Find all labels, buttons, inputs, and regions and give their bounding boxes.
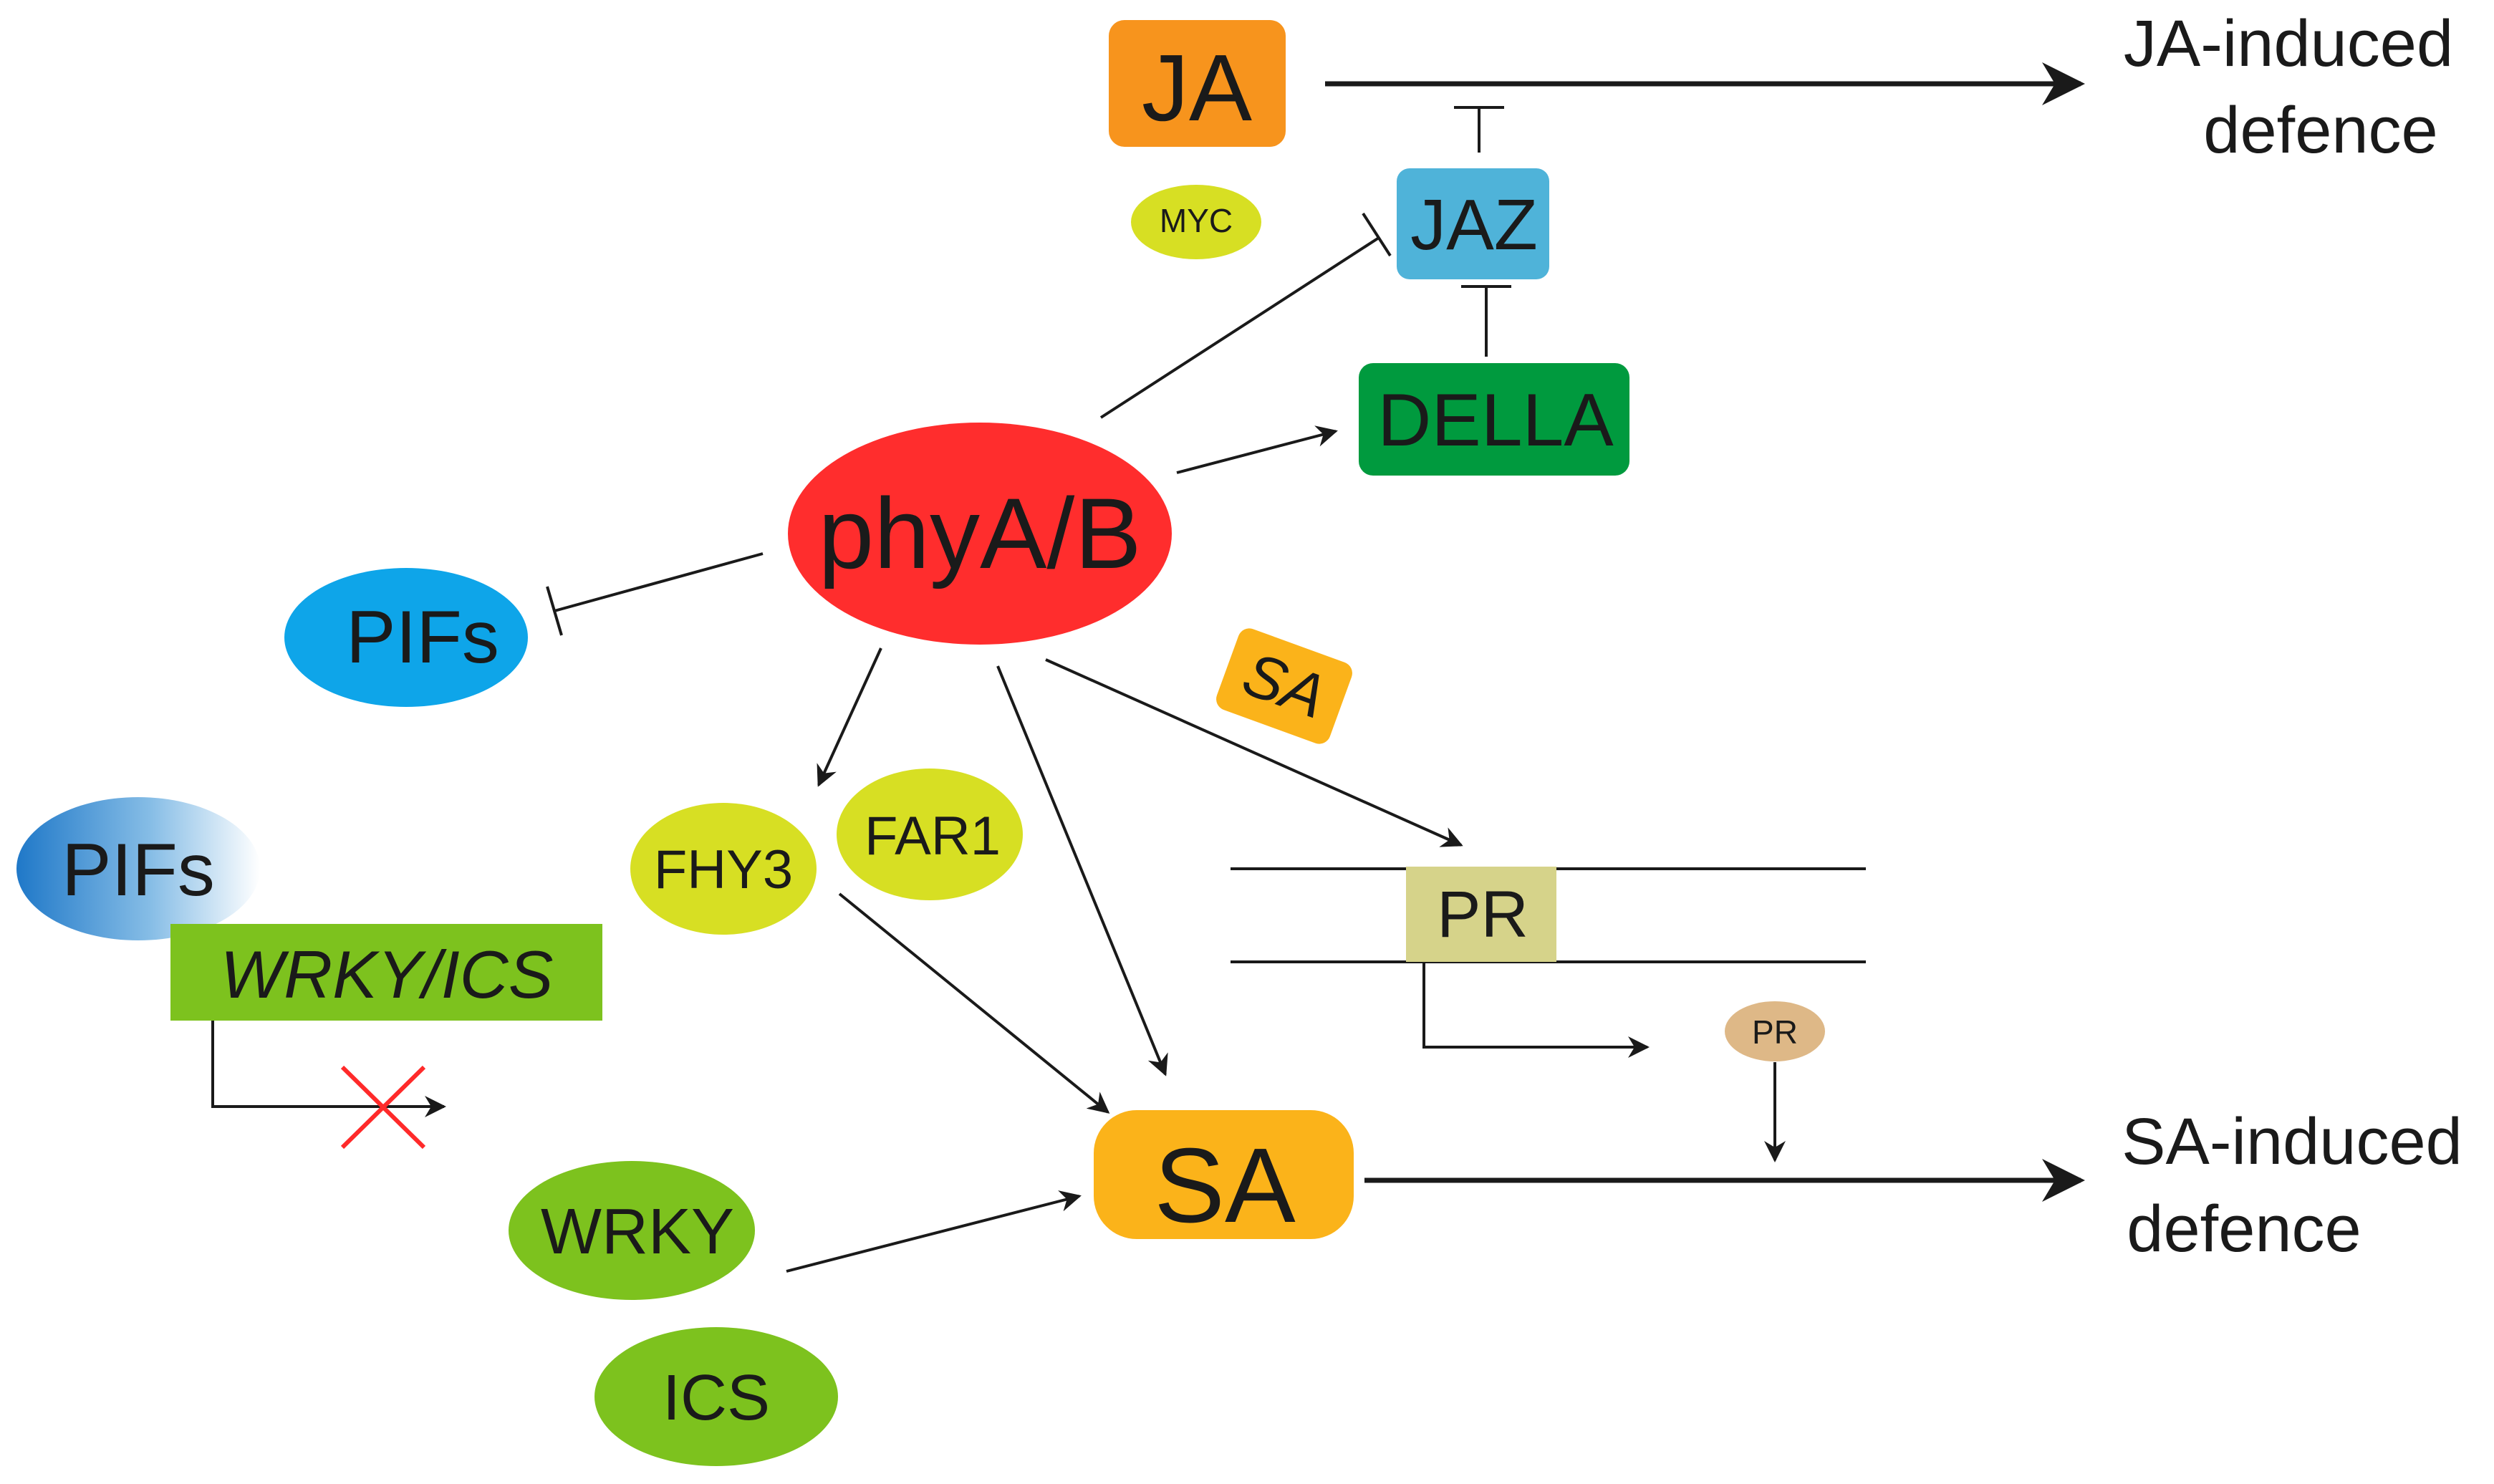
ja-defence-line1: JA-induced	[2124, 7, 2453, 80]
sa-defence-line2: defence	[2127, 1192, 2361, 1266]
prbox-shape	[1406, 867, 1556, 962]
wrky-ics-gene-label: WRKY/ICS	[221, 937, 554, 1012]
pifs-bound-label: PIFs	[62, 829, 215, 912]
far1-shape	[837, 768, 1023, 900]
pr-gene-node: PR	[1406, 867, 1556, 962]
phy-inhibit-jaz-line	[1099, 236, 1380, 419]
wrky-ics-gene-node: WRKY/ICS	[170, 924, 602, 1021]
jaz-shape	[1397, 168, 1549, 279]
ja-defence-line2: defence	[2203, 94, 2437, 167]
della-node: DELLA	[1359, 363, 1629, 476]
sa-shape	[1094, 1110, 1354, 1239]
pr-protein-label: PR	[1752, 1013, 1798, 1051]
phy-inhibit-pifs-line	[554, 552, 764, 612]
pifs-bound-shape	[16, 797, 260, 940]
ics-shape	[594, 1327, 838, 1466]
pifs-node: PIFs	[284, 568, 528, 707]
ja-label: JA	[1142, 35, 1252, 140]
sasmall-shape	[1216, 628, 1352, 744]
ics-node: ICS	[594, 1327, 838, 1466]
pifs-shape	[284, 568, 528, 707]
fhy3-label: FHY3	[654, 839, 793, 900]
phy-to-fhy3-arrow	[817, 647, 882, 787]
phy-to-della-arrow	[1176, 425, 1338, 474]
sa-small-node: SA	[1216, 628, 1352, 744]
sa-defence-line1: SA-induced	[2122, 1105, 2462, 1178]
pr-gene-label: PR	[1437, 878, 1528, 951]
myc-label: MYC	[1160, 202, 1233, 239]
wrky-to-sa-arrow	[786, 1190, 1082, 1273]
fhy3-to-sa-arrow	[838, 892, 1110, 1114]
myc-node: MYC	[1131, 185, 1261, 259]
myc-shape	[1131, 185, 1261, 259]
phy-to-pr-arrow	[1045, 658, 1463, 847]
phy-inhibit-jaz-bar	[1362, 212, 1392, 257]
fhy3-shape	[630, 803, 817, 935]
ja-induced-defence-label: JA-induced defence	[2124, 7, 2453, 167]
pr-protein-node: PR	[1725, 1001, 1825, 1061]
wrky-shape	[509, 1161, 755, 1300]
jaz-label: JAZ	[1410, 185, 1538, 265]
wrky-label: WRKY	[541, 1196, 734, 1268]
far1-label: FAR1	[865, 806, 1001, 867]
della-label: DELLA	[1377, 379, 1614, 462]
pifs-bound-node: PIFs	[16, 797, 260, 940]
phy-node: phyA/B	[788, 423, 1172, 645]
ja-node: JA	[1109, 20, 1286, 147]
phy-label: phyA/B	[818, 477, 1141, 589]
della-shape	[1359, 363, 1629, 476]
fhy3-node: FHY3	[630, 803, 817, 935]
phy-inhibit-pifs-bar	[546, 586, 563, 636]
jaz-node: JAZ	[1397, 168, 1549, 279]
prsmall-shape	[1725, 1001, 1825, 1061]
sa-induced-defence-label: SA-induced defence	[2122, 1105, 2462, 1266]
phy-shape	[788, 423, 1172, 645]
sa-label: SA	[1154, 1127, 1296, 1245]
wrky-node: WRKY	[509, 1161, 755, 1300]
wrkyics-shape	[170, 924, 602, 1021]
blocked-cross	[340, 1065, 426, 1150]
sa-node: SA	[1094, 1110, 1354, 1245]
ja-shape	[1109, 20, 1286, 147]
far1-node: FAR1	[837, 768, 1023, 900]
wrky-ics-transcription-arrow	[211, 1021, 446, 1117]
pifs-label: PIFs	[346, 596, 499, 679]
phy-to-sa-arrow	[996, 665, 1168, 1076]
pr-transcription-arrow	[1422, 962, 1650, 1058]
ics-label: ICS	[663, 1362, 770, 1434]
